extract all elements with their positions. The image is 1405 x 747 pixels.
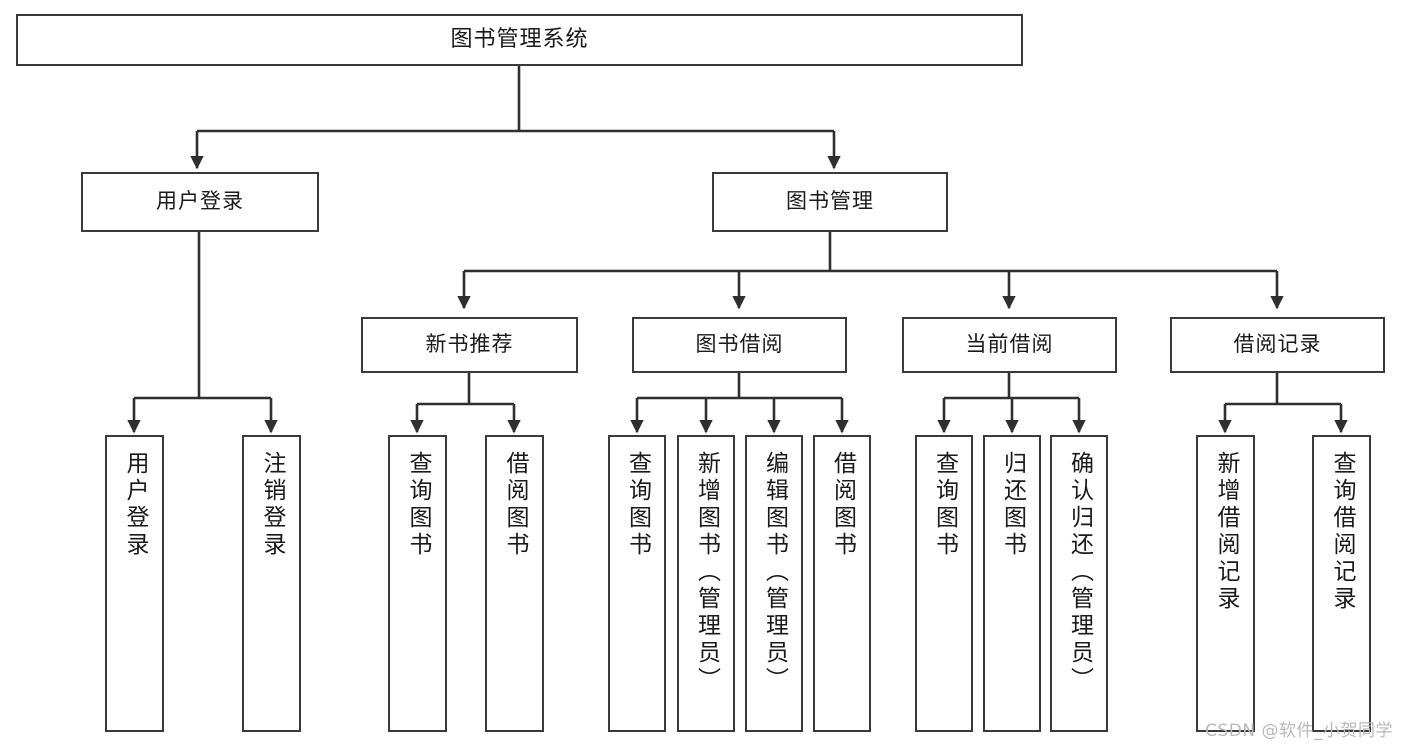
node-label: 图书管理系统 [450,26,589,52]
node-label: 查询图书 [405,451,431,559]
node-label: 用户登录 [122,451,148,559]
leaf-record-add[interactable]: 新增借阅记录 [1196,435,1255,732]
leaf-record-query[interactable]: 查询借阅记录 [1312,435,1371,732]
leaf-borrow-borrow-book[interactable]: 借阅图书 [813,435,871,732]
leaf-user-logout[interactable]: 注销登录 [242,435,301,732]
node-book-borrow[interactable]: 图书借阅 [632,317,847,373]
node-borrow-record[interactable]: 借阅记录 [1170,317,1385,373]
node-label: 借阅图书 [829,451,856,559]
node-label: 借阅记录 [1233,332,1322,357]
node-label: 归还图书 [999,451,1026,559]
node-root-book-management-system[interactable]: 图书管理系统 [16,14,1023,66]
node-label: 图书管理 [786,189,874,214]
node-book-management[interactable]: 图书管理 [712,172,948,232]
node-label: 查询图书 [624,451,651,559]
node-label: 新书推荐 [425,332,514,357]
node-label: 查询借阅记录 [1329,451,1355,613]
leaf-borrow-add-book-admin[interactable]: 新增图书（管理员） [677,435,735,732]
leaf-borrow-query-book[interactable]: 查询图书 [608,435,666,732]
node-label: 借阅图书 [502,451,528,559]
node-label: 新增借阅记录 [1213,451,1239,613]
leaf-current-confirm-return-admin[interactable]: 确认归还（管理员） [1050,435,1108,732]
leaf-user-login[interactable]: 用户登录 [105,435,164,732]
leaf-current-query-book[interactable]: 查询图书 [915,435,973,732]
node-current-borrow[interactable]: 当前借阅 [902,317,1117,373]
node-label: 确认归还（管理员） [1066,451,1093,694]
node-new-book-recommend[interactable]: 新书推荐 [361,317,578,373]
leaf-recommend-borrow-book[interactable]: 借阅图书 [485,435,544,732]
leaf-current-return-book[interactable]: 归还图书 [983,435,1041,732]
node-label: 新增图书（管理员） [693,451,720,694]
leaf-borrow-edit-book-admin[interactable]: 编辑图书（管理员） [745,435,803,732]
node-label: 用户登录 [156,189,244,214]
node-label: 注销登录 [259,451,285,559]
node-user-login[interactable]: 用户登录 [81,172,319,232]
watermark: CSDN @软件_小贺同学 [1205,721,1393,741]
leaf-recommend-query-book[interactable]: 查询图书 [388,435,447,732]
node-label: 当前借阅 [965,332,1054,357]
node-label: 查询图书 [931,451,958,559]
node-label: 图书借阅 [695,332,784,357]
node-label: 编辑图书（管理员） [761,451,788,694]
